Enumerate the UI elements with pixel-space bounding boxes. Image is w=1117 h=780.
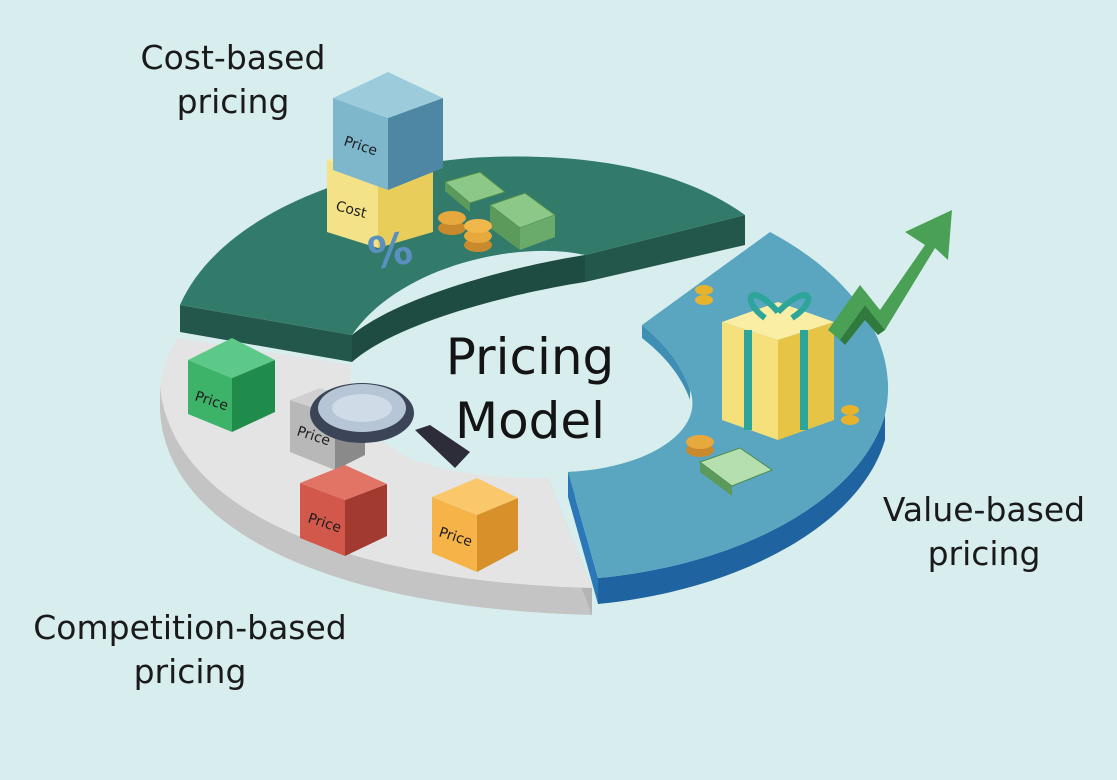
value-segment-side-outer	[598, 415, 885, 604]
center-title: Pricing Model	[410, 325, 650, 453]
cost-segment-side-inner	[352, 255, 585, 362]
price-box-blue: Price	[333, 72, 443, 190]
competition-based-label: Competition-based pricing	[14, 606, 366, 694]
magnifier-icon	[310, 383, 470, 468]
competition-based-label-line2: pricing	[133, 652, 247, 691]
cash-stack-icon	[443, 171, 557, 250]
price-box-green: Price	[188, 338, 275, 432]
cash-icon-value	[686, 435, 774, 496]
coins-icon	[438, 211, 492, 252]
cost-based-label: Cost-based pricing	[118, 36, 348, 124]
growth-arrow-icon	[828, 210, 952, 345]
competition-based-label-line1: Competition-based	[33, 608, 347, 647]
value-based-label: Value-based pricing	[868, 488, 1100, 576]
cost-segment	[180, 156, 745, 362]
value-based-label-line1: Value-based	[882, 490, 1086, 529]
cost-based-label-line2: pricing	[176, 82, 290, 121]
value-based-label-line2: pricing	[927, 534, 1041, 573]
cost-segment-top	[180, 156, 745, 335]
percent-icon: %	[364, 223, 416, 281]
cost-box-label: Cost	[334, 198, 369, 222]
coins-icon-small	[695, 285, 859, 425]
price-box-orange: Price	[432, 478, 518, 572]
competition-segment-side	[160, 385, 592, 615]
center-title-line1: Pricing	[445, 328, 615, 386]
value-segment-side-end	[568, 472, 598, 604]
gift-box-icon	[722, 292, 834, 440]
center-title-line2: Model	[454, 392, 606, 450]
price-box-red: Price	[300, 465, 387, 556]
cost-based-label-line1: Cost-based	[140, 38, 326, 77]
value-segment-inner-wall	[642, 325, 690, 400]
cost-segment-side	[180, 215, 745, 362]
